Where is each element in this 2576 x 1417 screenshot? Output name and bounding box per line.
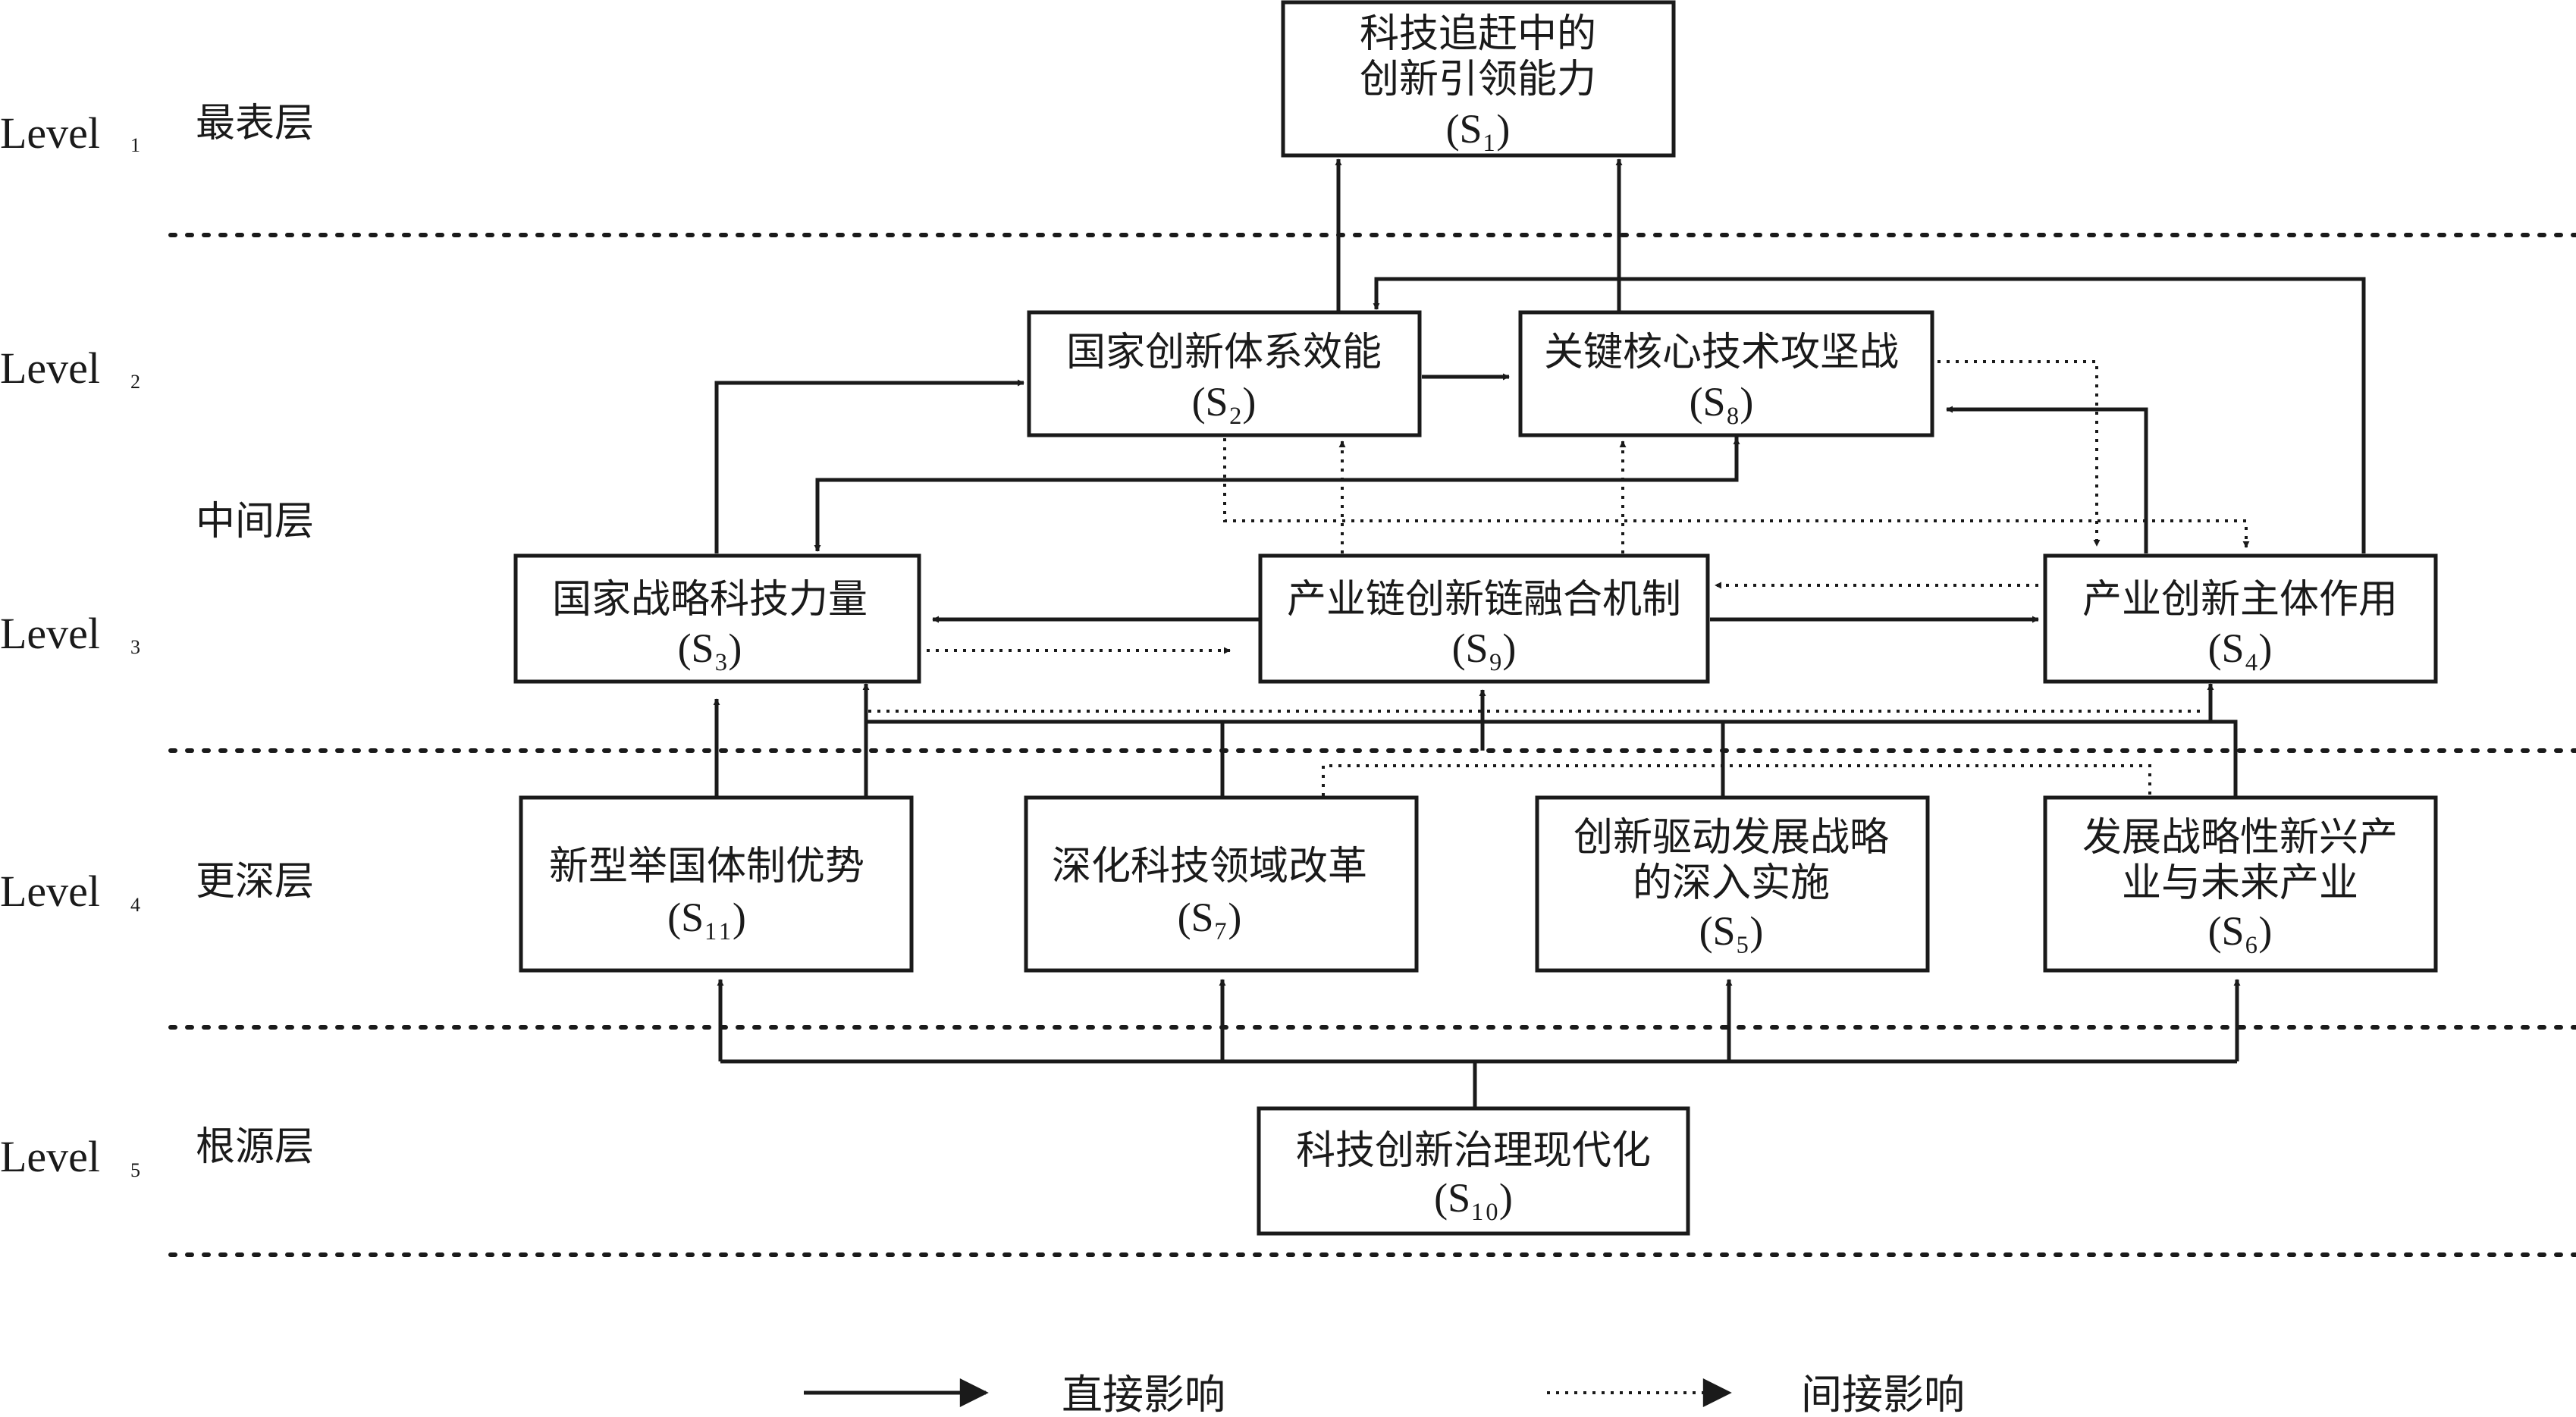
svg-text:国家创新体系效能: 国家创新体系效能 [1066,330,1382,375]
svg-text:(S₇): (S₇) [1178,895,1242,940]
layer-names: 最表层 中间层 更深层 根源层 [196,101,314,1170]
svg-text:新型举国体制优势: 新型举国体制优势 [549,844,864,889]
node-s8: 关键核心技术攻坚战 (S₈) [1518,310,1934,437]
svg-text:4: 4 [130,894,140,916]
svg-text:2: 2 [130,371,140,393]
svg-text:Level: Level [0,867,100,916]
edge-s3-s2 [714,379,1024,553]
legend-indirect: 间接影响 [1547,1371,1965,1417]
edge-s8-s3 [814,434,1739,552]
legend: 直接影响 间接影响 [804,1371,1965,1417]
svg-text:(S₁): (S₁) [1446,106,1511,152]
node-s11: 新型举国体制优势 (S₁₁) [519,795,914,973]
node-s10: 科技创新治理现代化 (S₁₀) [1257,1106,1690,1236]
edge-dot-s2-s4 [1223,438,2250,548]
layer-surface: 最表层 [196,101,314,146]
layer-deeper: 更深层 [196,859,314,904]
svg-text:Level: Level [0,108,100,158]
node-s5: 创新驱动发展战略 的深入实施 (S₅) [1535,795,1930,973]
svg-text:5: 5 [130,1159,140,1181]
legend-direct-label: 直接影响 [1062,1371,1225,1417]
node-s1: 科技追赶中的 创新引领能力 (S₁) [1281,0,1676,158]
node-s7: 深化科技领域改革 (S₇) [1024,795,1419,973]
edge-dot-s8-s4 [1937,360,2101,547]
node-s4: 产业创新主体作用 (S₄) [2043,553,2438,684]
svg-text:(S₅): (S₅) [1699,908,1764,954]
svg-text:(S₃): (S₃) [678,625,742,671]
svg-text:(S₂): (S₂) [1192,379,1257,425]
dotted-connectors [868,360,2250,796]
svg-text:科技创新治理现代化: 科技创新治理现代化 [1296,1128,1651,1174]
nodes: 科技追赶中的 创新引领能力 (S₁) 国家创新体系效能 (S₂) 关键核心技术攻… [513,0,2438,1236]
svg-text:国家战略科技力量: 国家战略科技力量 [552,577,868,622]
level-5-label: Level 5 [0,1132,140,1181]
svg-text:科技追赶中的: 科技追赶中的 [1360,11,1596,57]
svg-text:创新引领能力: 创新引领能力 [1360,57,1596,102]
svg-text:产业链创新链融合机制: 产业链创新链融合机制 [1287,577,1681,622]
edge-s6-bus [2195,719,2238,798]
svg-text:的深入实施: 的深入实施 [1633,861,1830,906]
level-2-label: Level 2 [0,343,140,393]
level-3-label: Level 3 [0,609,140,658]
node-s6: 发展战略性新兴产 业与未来产业 (S₆) [2043,795,2438,973]
edge-s4-s8 [1946,406,2148,553]
layer-root: 根源层 [196,1124,314,1170]
svg-text:3: 3 [130,636,140,658]
svg-text:Level: Level [0,343,100,393]
bus-level4-up [864,719,2195,798]
svg-text:关键核心技术攻坚战: 关键核心技术攻坚战 [1544,330,1899,375]
svg-text:发展战略性新兴产: 发展战略性新兴产 [2082,815,2398,861]
svg-text:业与未来产业: 业与未来产业 [2122,861,2358,906]
svg-text:Level: Level [0,609,100,658]
bus-dot-level4 [1322,764,2151,796]
node-s9: 产业链创新链融合机制 (S₉) [1258,553,1710,684]
svg-text:创新驱动发展战略: 创新驱动发展战略 [1574,815,1889,861]
legend-direct: 直接影响 [804,1371,1225,1417]
legend-indirect-label: 间接影响 [1801,1371,1965,1417]
svg-text:(S₉): (S₉) [1452,625,1517,671]
svg-text:(S₁₀): (S₁₀) [1434,1175,1513,1221]
svg-text:Level: Level [0,1132,100,1181]
svg-text:(S₁₁): (S₁₁) [667,895,746,940]
edge-s4-s2 [1373,277,2366,553]
svg-text:产业创新主体作用: 产业创新主体作用 [2082,577,2398,622]
level-1-label: Level 1 [0,108,140,158]
layer-middle: 中间层 [196,499,314,544]
svg-text:(S₆): (S₆) [2208,908,2273,954]
node-s3: 国家战略科技力量 (S₃) [513,553,921,684]
level-labels: Level 1 Level 2 Level 3 Level 4 Level 5 [0,108,140,1181]
node-s2: 国家创新体系效能 (S₂) [1027,310,1422,437]
level-separators [168,233,2576,1257]
svg-text:深化科技领域改革: 深化科技领域改革 [1052,844,1367,889]
level-4-label: Level 4 [0,867,140,916]
svg-text:1: 1 [130,134,140,156]
svg-text:(S₈): (S₈) [1690,379,1754,425]
solid-connectors [713,158,2366,1107]
bus-s10 [720,1059,1477,1107]
svg-text:(S₄): (S₄) [2208,625,2273,671]
